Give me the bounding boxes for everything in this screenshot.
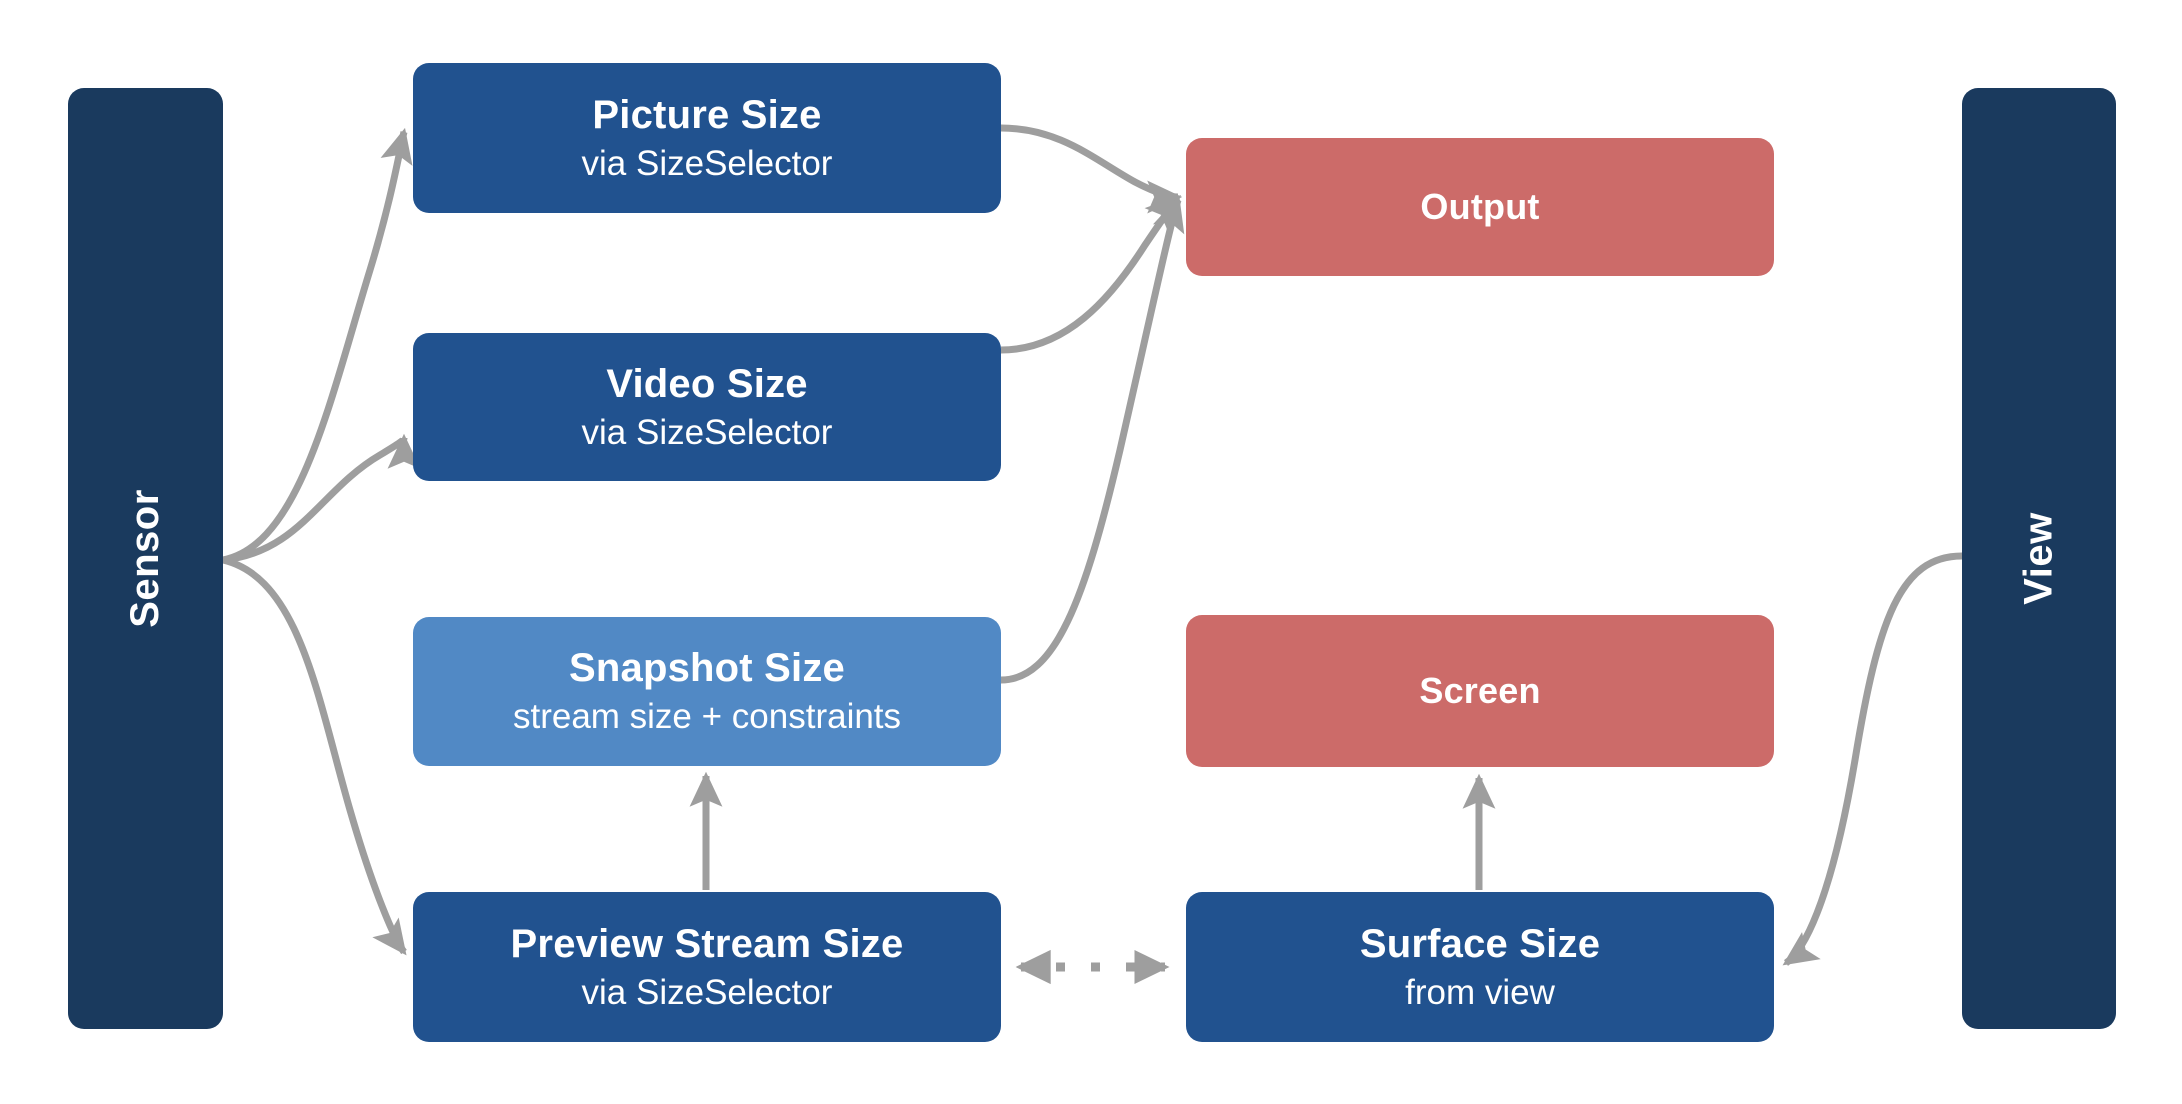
lane-sensor[interactable]: Sensor bbox=[68, 88, 223, 1029]
lane-view[interactable]: View bbox=[1962, 88, 2116, 1029]
node-output-title: Output bbox=[1420, 185, 1540, 227]
node-surface-size-title: Surface Size bbox=[1359, 921, 1601, 966]
node-preview-stream-size-title: Preview Stream Size bbox=[510, 921, 904, 966]
edge-view-to-surface bbox=[1782, 552, 1963, 966]
edge-sensor-to-picture bbox=[222, 127, 413, 564]
node-screen[interactable]: Screen bbox=[1186, 615, 1774, 767]
lane-view-label: View bbox=[2016, 512, 2061, 605]
node-output[interactable]: Output bbox=[1186, 138, 1774, 276]
node-surface-size-subtitle: from view bbox=[1405, 972, 1555, 1012]
node-preview-stream-size[interactable]: Preview Stream Size via SizeSelector bbox=[413, 892, 1001, 1042]
edge-sensor-to-video bbox=[222, 433, 421, 564]
node-video-size[interactable]: Video Size via SizeSelector bbox=[413, 333, 1001, 481]
node-video-size-subtitle: via SizeSelector bbox=[581, 412, 833, 452]
node-snapshot-size-subtitle: stream size + constraints bbox=[512, 697, 902, 737]
node-screen-title: Screen bbox=[1419, 669, 1541, 711]
node-snapshot-size-title: Snapshot Size bbox=[569, 646, 845, 691]
node-surface-size[interactable]: Surface Size from view bbox=[1186, 892, 1774, 1042]
edge-video-to-output bbox=[1000, 195, 1181, 354]
lane-sensor-label: Sensor bbox=[122, 489, 167, 628]
node-picture-size-subtitle: via SizeSelector bbox=[581, 143, 833, 183]
node-picture-size[interactable]: Picture Size via SizeSelector bbox=[413, 63, 1001, 213]
edge-snapshot-to-output bbox=[1000, 195, 1185, 684]
edge-sensor-to-preview bbox=[222, 556, 407, 956]
node-preview-stream-size-subtitle: via SizeSelector bbox=[581, 972, 833, 1012]
edge-picture-to-output bbox=[1000, 124, 1183, 214]
node-picture-size-title: Picture Size bbox=[592, 92, 822, 137]
node-video-size-title: Video Size bbox=[606, 361, 808, 406]
node-snapshot-size[interactable]: Snapshot Size stream size + constraints bbox=[413, 617, 1001, 766]
